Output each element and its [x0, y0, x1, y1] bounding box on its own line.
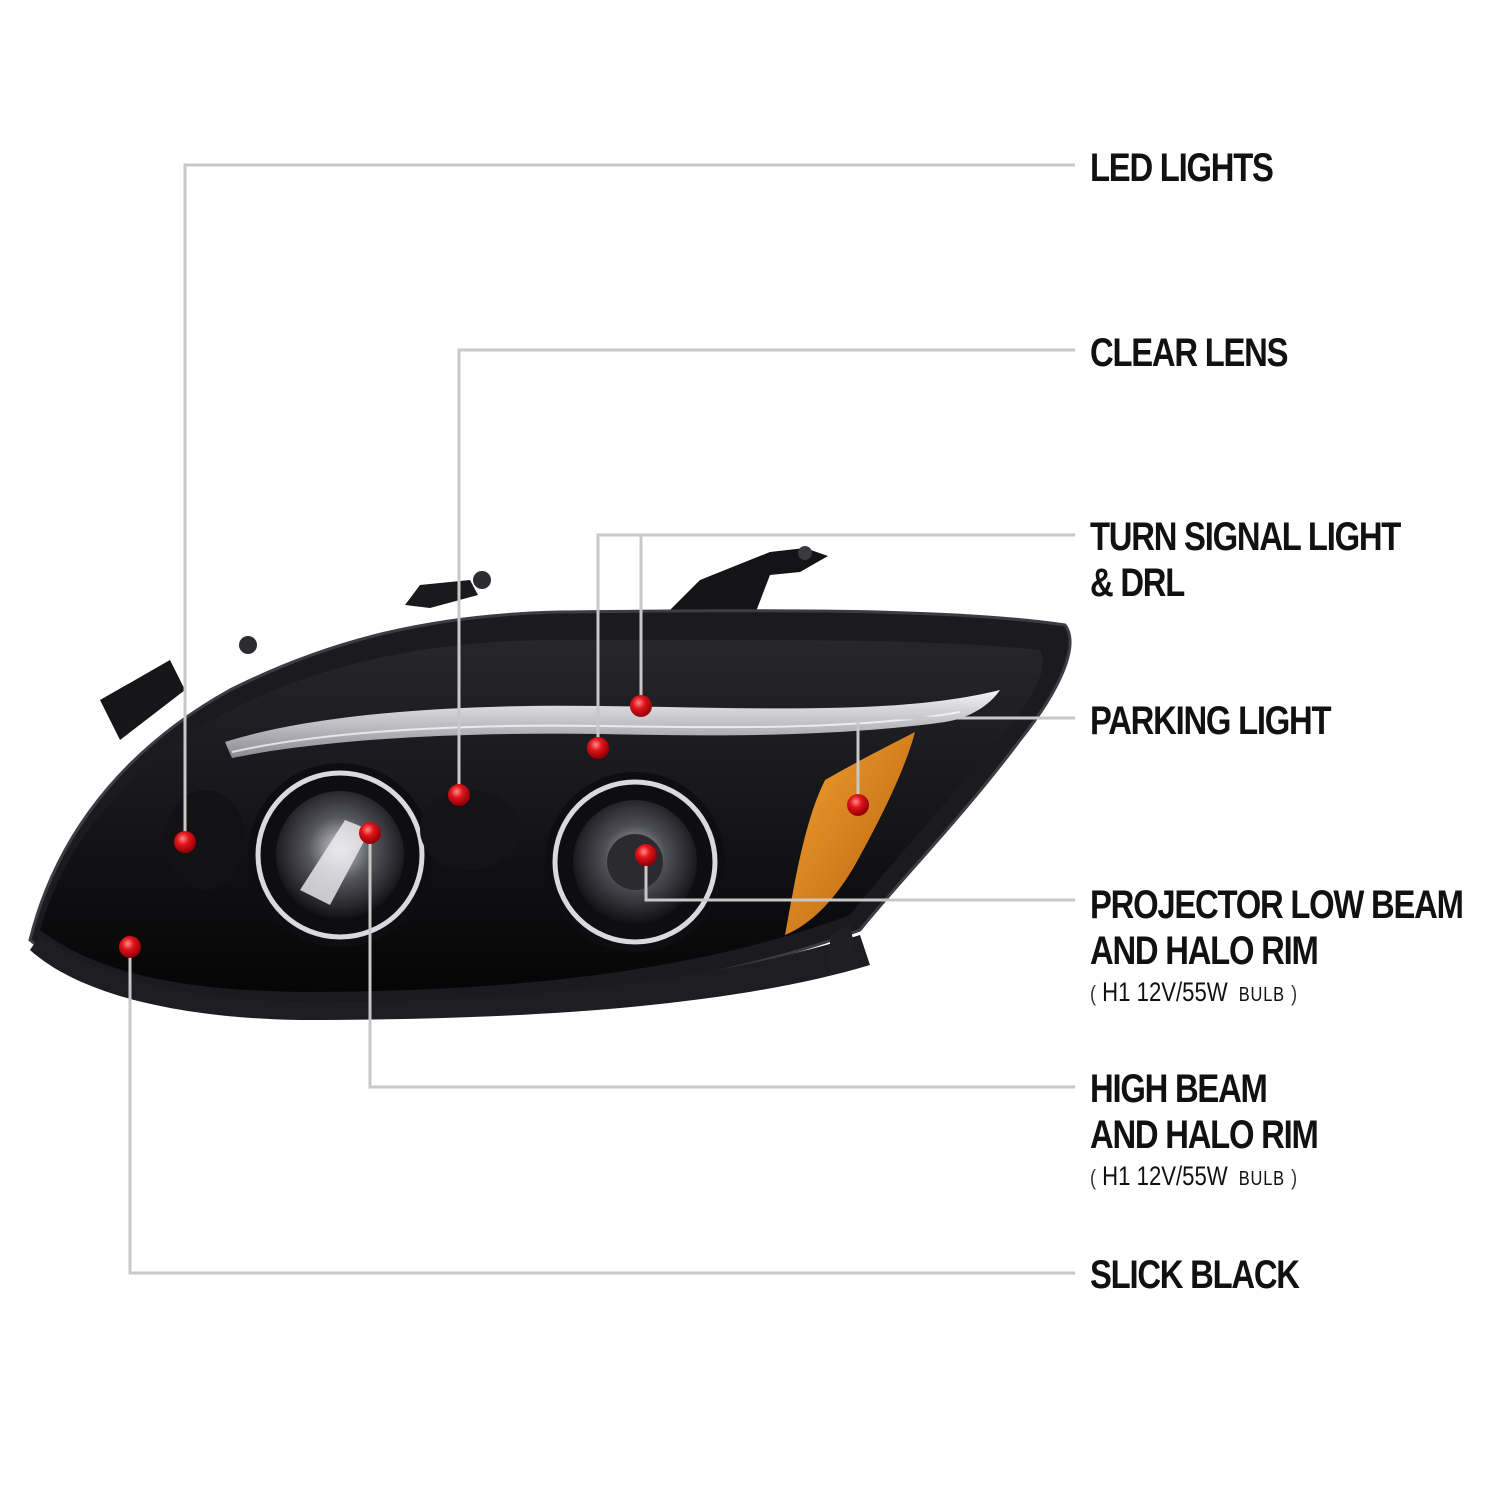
- callout-slick-black: SLICK BLACK: [1090, 1252, 1300, 1298]
- leader-line-high-beam: [368, 833, 1075, 1089]
- mounting-bracket-center: [405, 580, 478, 608]
- leader-line-turn-signal-a: [596, 533, 1075, 748]
- lower-housing: [30, 935, 870, 1020]
- callout-text: HIGH BEAM: [1090, 1067, 1268, 1111]
- amber-reflector: [785, 732, 915, 935]
- marker-clear-lens: [448, 784, 470, 806]
- leader-line-projector-low-beam: [644, 855, 1075, 902]
- leader-line-slick-black: [128, 947, 1075, 1275]
- callout-text: PROJECTOR LOW BEAM: [1090, 883, 1464, 927]
- callout-markers: [119, 695, 869, 958]
- callout-high-beam: HIGH BEAM AND HALO RIM ( H1 12V/55W BULB…: [1090, 1066, 1319, 1195]
- callout-text: PARKING LIGHT: [1090, 699, 1332, 743]
- high-beam-unit: [248, 763, 432, 947]
- callout-led-lights: LED LIGHTS: [1090, 145, 1274, 191]
- callout-text: AND HALO RIM: [1090, 929, 1319, 973]
- callout-text: LED LIGHTS: [1090, 146, 1274, 190]
- marker-high-beam: [359, 822, 381, 844]
- marker-slick-black: [119, 936, 141, 958]
- headlight-assembly: [28, 546, 1072, 1020]
- callout-projector-low-beam: PROJECTOR LOW BEAM AND HALO RIM ( H1 12V…: [1090, 882, 1464, 1011]
- marker-projector-low-beam: [635, 844, 657, 866]
- callout-text: AND HALO RIM: [1090, 1113, 1319, 1157]
- marker-parking-light: [847, 794, 869, 816]
- callout-text: CLEAR LENS: [1090, 331, 1289, 375]
- drl-strip: [225, 690, 1000, 758]
- bulb-spec: ( H1 12V/55W BULB ): [1090, 1161, 1298, 1191]
- callout-parking-light: PARKING LIGHT: [1090, 698, 1332, 744]
- callout-text: TURN SIGNAL LIGHT: [1090, 515, 1401, 559]
- leader-line-clear-lens: [457, 348, 1075, 795]
- marker-led-lights: [174, 831, 196, 853]
- bulb-spec: ( H1 12V/55W BULB ): [1090, 977, 1298, 1007]
- callout-turn-signal-drl: TURN SIGNAL LIGHT & DRL: [1090, 514, 1401, 606]
- leader-line-parking-light: [856, 716, 1075, 805]
- marker-turn-signal-b: [630, 695, 652, 717]
- callout-clear-lens: CLEAR LENS: [1090, 330, 1289, 376]
- projector-low-beam-unit: [545, 772, 725, 952]
- callout-text: SLICK BLACK: [1090, 1253, 1300, 1297]
- mounting-bracket-left: [100, 660, 185, 740]
- leader-lines: [128, 163, 1075, 1275]
- leader-line-led-lights: [183, 163, 1075, 842]
- callout-text: & DRL: [1090, 561, 1185, 605]
- marker-turn-signal-a: [587, 737, 609, 759]
